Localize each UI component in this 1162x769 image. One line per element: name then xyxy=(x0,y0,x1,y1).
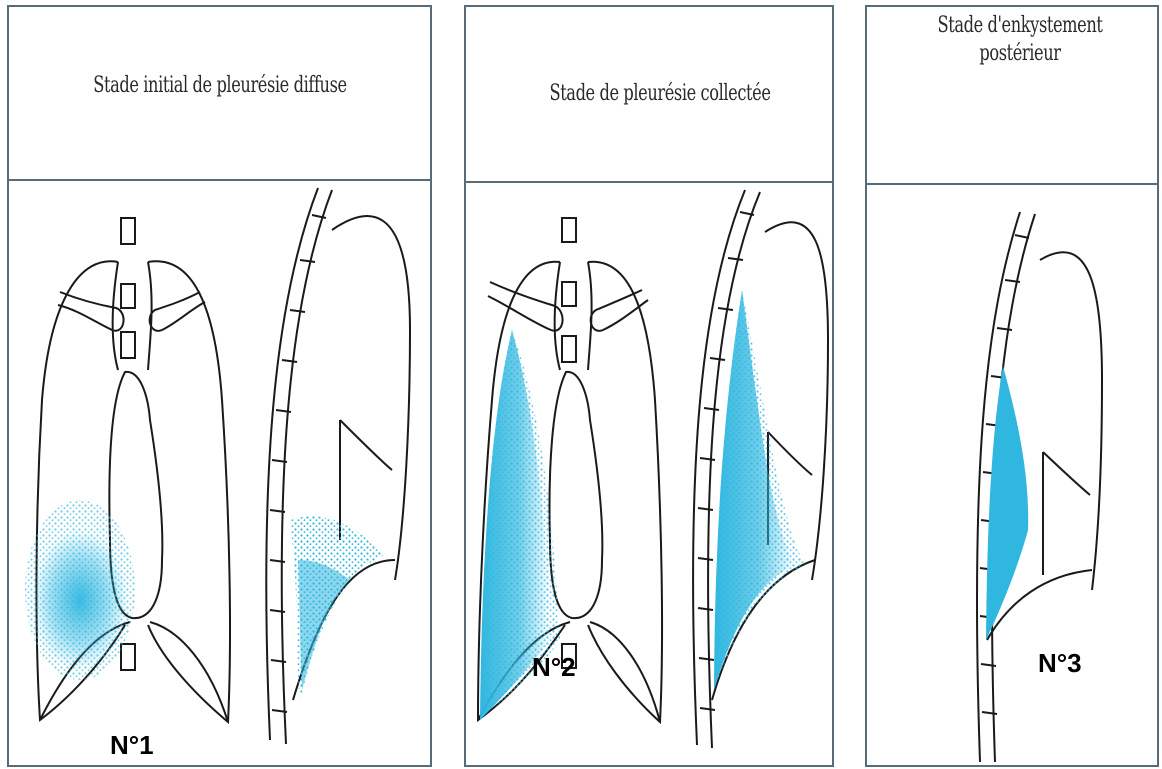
panel-1-lateral-chest-wall xyxy=(266,188,410,744)
panel-3-frame xyxy=(866,6,1158,766)
panel-2-lateral-effusion-dots xyxy=(714,290,805,690)
panel-2-title: Stade de pleurésie collectée xyxy=(521,80,800,108)
panel-2-label: N°2 xyxy=(532,652,576,683)
panel-3-title: Stade d'enkystement postérieur xyxy=(926,12,1115,67)
panel-2 xyxy=(465,6,833,766)
panel-1-title: Stade initial de pleurésie diffuse xyxy=(89,72,351,100)
panel-2-spine xyxy=(562,218,576,668)
panel-1 xyxy=(8,6,431,766)
panel-3 xyxy=(866,6,1158,766)
panel-3-label: N°3 xyxy=(1038,648,1082,679)
panel-1-frontal-effusion-dots xyxy=(25,500,135,680)
panel-1-label: N°1 xyxy=(110,730,154,761)
